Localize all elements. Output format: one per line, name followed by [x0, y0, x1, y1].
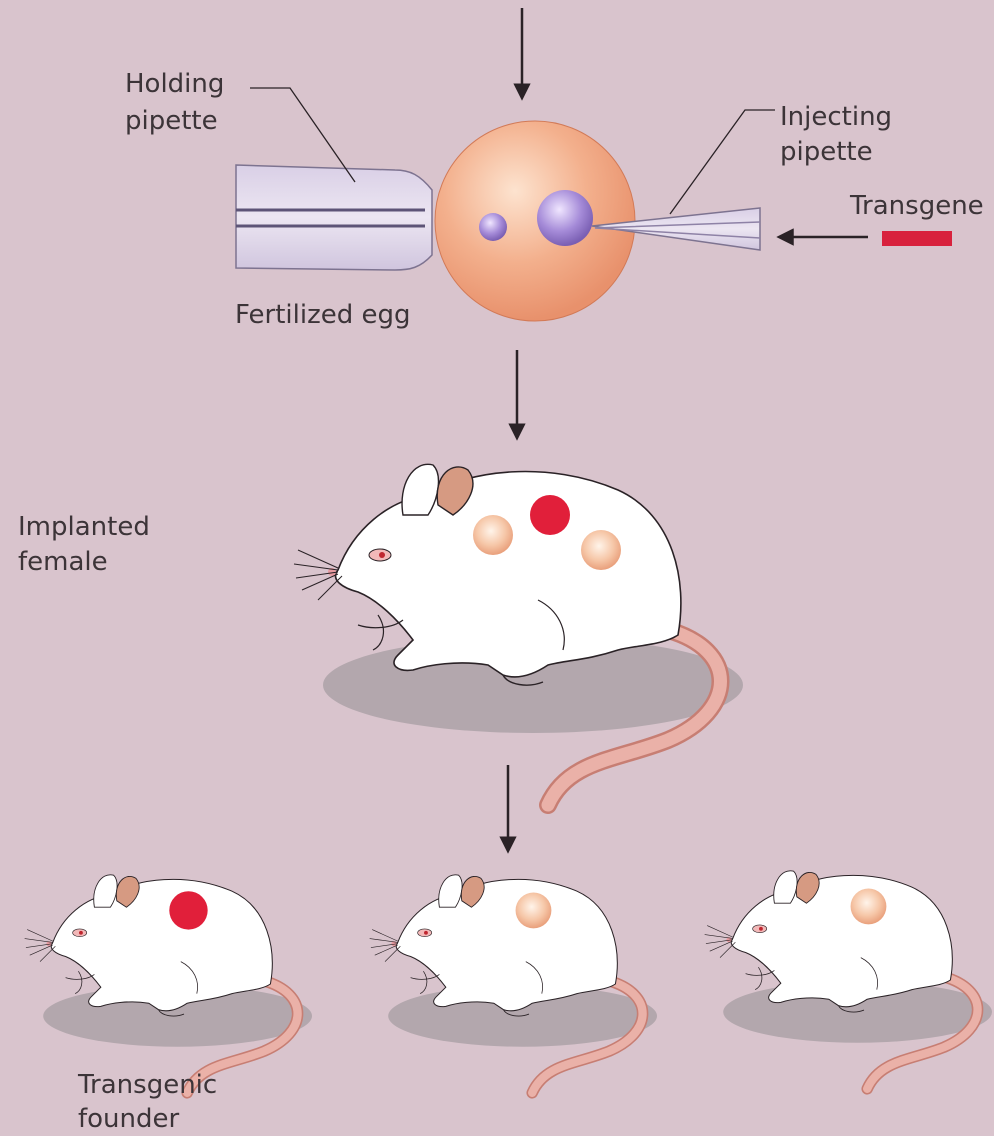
- fertilized-egg: [435, 121, 635, 321]
- male-pronucleus: [537, 190, 593, 246]
- holding-pipette: [236, 165, 432, 270]
- normal-marker-icon: [516, 892, 552, 928]
- offspring-3: [705, 871, 992, 1089]
- embryo-normal: [473, 515, 513, 555]
- injecting-pipette-label-line2: pipette: [780, 137, 873, 167]
- transgenic-marker-icon: [169, 891, 207, 929]
- embryo-transgenic: [530, 495, 570, 535]
- implanted-female-mouse: [294, 464, 743, 805]
- implanted-female-label-line2: female: [18, 547, 108, 577]
- transgene-label: Transgene: [849, 191, 984, 221]
- normal-marker-icon: [851, 888, 887, 924]
- transgene-dna-bar: [882, 231, 952, 246]
- implanted-female-label-line1: Implanted: [18, 512, 150, 542]
- embryo-normal: [581, 530, 621, 570]
- transgenic-founder-label-line2: founder: [78, 1104, 180, 1134]
- holding-pipette-label-line2: pipette: [125, 106, 218, 136]
- fertilized-egg-label: Fertilized egg: [235, 300, 411, 330]
- injecting-pipette-leader: [670, 110, 775, 214]
- injecting-pipette-label-line1: Injecting: [780, 102, 892, 132]
- transgenic-founder-label-line1: Transgenic: [77, 1070, 217, 1100]
- female-pronucleus: [479, 213, 507, 241]
- offspring-1: [25, 875, 312, 1093]
- offspring-2: [370, 875, 657, 1093]
- holding-pipette-label-line1: Holding: [125, 69, 224, 99]
